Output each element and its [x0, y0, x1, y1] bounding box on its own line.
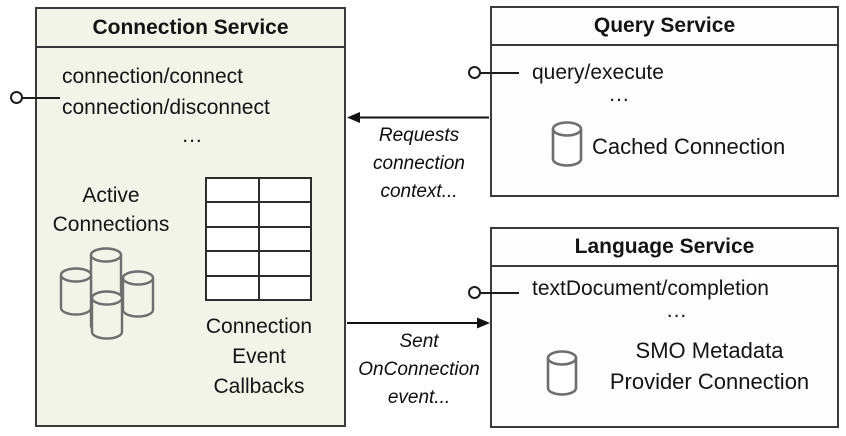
sent-onconnection-event-label: Sent OnConnection event...	[358, 331, 480, 408]
cached-connection-label: Cached Connection	[592, 134, 786, 159]
language-service-box: Language Service textDocument/completion…	[490, 227, 839, 428]
connection-service-methods: connection/connect connection/disconnect	[62, 61, 270, 123]
callbacks-table-grid	[205, 177, 312, 301]
arrow-right-icon	[347, 317, 490, 329]
language-methods-ellipsis: ...	[666, 299, 688, 322]
method-connection-disconnect: connection/disconnect	[62, 96, 270, 119]
database-cylinder-icon	[551, 121, 583, 167]
smo-metadata-provider-connection-label: SMO Metadata Provider Connection	[609, 338, 810, 394]
language-service-title: Language Service	[492, 229, 837, 267]
database-cylinder-icon	[546, 350, 578, 396]
requests-connection-context-label: Requests connection context...	[373, 125, 465, 202]
connection-event-callbacks-label: Connection Event Callbacks	[205, 315, 313, 398]
query-methods-ellipsis: ...	[609, 83, 630, 106]
method-query-execute: query/execute	[532, 61, 664, 84]
active-connections-label: Active Connections	[52, 184, 170, 236]
connection-service-title: Connection Service	[37, 9, 344, 48]
database-cluster-icon	[59, 247, 155, 340]
method-connection-connect: connection/connect	[62, 65, 243, 88]
interface-lollipop-line	[22, 97, 60, 99]
interface-lollipop-line	[480, 292, 519, 294]
interface-lollipop-line	[480, 72, 519, 74]
connection-service-box: Connection Service connection/connect co…	[35, 7, 346, 427]
query-service-box: Query Service query/execute ... Cached C…	[490, 6, 839, 197]
methods-ellipsis: ...	[182, 124, 203, 147]
method-textdocument-completion: textDocument/completion	[532, 277, 769, 300]
query-service-title: Query Service	[492, 8, 837, 46]
